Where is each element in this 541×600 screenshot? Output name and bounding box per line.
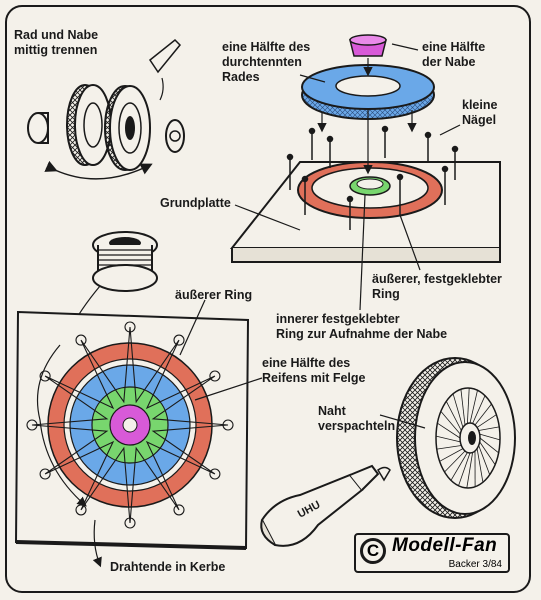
wheel-spoke xyxy=(474,403,492,426)
wheel-spoke xyxy=(476,448,484,483)
wheel-spoke xyxy=(469,390,478,424)
wheel-spoke xyxy=(445,401,462,431)
wheel-spoke xyxy=(479,441,496,465)
wheel-spoke xyxy=(450,452,468,481)
wheel-spoke xyxy=(467,387,470,424)
wire-loop xyxy=(26,419,38,431)
wire-loop xyxy=(222,419,234,431)
label-haelfte-reifens: eine Hälfte des Reifens mit Felge xyxy=(262,356,366,385)
label-grundplatte: Grundplatte xyxy=(160,196,231,210)
finished-wheel xyxy=(379,357,516,519)
label-aeusserer-festgeklebter: äußerer, festgeklebter Ring xyxy=(372,272,502,301)
label-haelfte-nabe: eine Hälfte der Nabe xyxy=(422,40,486,69)
wheel-spoke xyxy=(479,437,499,454)
label-drahtende: Drahtende in Kerbe xyxy=(110,560,226,574)
wheel-spoke xyxy=(452,393,464,428)
label-rad-und-nabe: Rad und Nabe mittig trennen xyxy=(14,28,99,57)
wire-loop xyxy=(75,334,87,346)
wheel-spoke xyxy=(478,426,500,431)
wire-loop xyxy=(209,468,221,480)
wheel-spoke xyxy=(472,395,486,424)
logo-date: Backer 3/84 xyxy=(448,559,502,570)
wire-loop xyxy=(39,370,51,382)
copyright-symbol: C xyxy=(360,538,386,564)
razor-blade xyxy=(148,38,182,74)
wire-loop xyxy=(173,504,185,516)
label-haelfte-rad: eine Hälfte des durchtennten Rades xyxy=(222,40,311,84)
logo-brand: Modell-Fan xyxy=(392,535,498,556)
wire-loop xyxy=(209,370,221,382)
wheel-spoke xyxy=(466,452,473,489)
glue-tube: UHU xyxy=(260,464,391,547)
wheel-spoke xyxy=(476,414,497,428)
hub-half-right xyxy=(165,119,185,153)
wire-loop xyxy=(124,321,136,333)
wheel-spoke xyxy=(460,389,466,426)
winding-diagram xyxy=(14,299,263,568)
wheel-spoke xyxy=(439,448,464,462)
wheel-spoke xyxy=(478,445,491,475)
wheel-spoke xyxy=(436,445,462,450)
label-kleine-naegel: kleine Nägel xyxy=(462,98,498,127)
page-frame xyxy=(5,5,531,593)
baseplate-assembly xyxy=(229,34,501,311)
wire-loop xyxy=(173,334,185,346)
label-innerer-ring: innerer festgeklebter Ring zur Aufnahme … xyxy=(276,312,448,341)
modell-fan-logo: C Modell-Fan Backer 3/84 xyxy=(354,533,510,573)
wire-loop xyxy=(39,468,51,480)
wheel-spoke xyxy=(479,433,501,441)
label-aeusserer-ring: äußerer Ring xyxy=(175,288,253,302)
wheel-split-illustration xyxy=(27,38,185,180)
wheel-spoke xyxy=(444,450,466,473)
wheel-spoke xyxy=(440,411,461,435)
wire-loop xyxy=(124,517,136,529)
wire-star-path xyxy=(31,326,229,524)
hub-half-left xyxy=(27,112,49,144)
small-nails xyxy=(286,125,459,230)
wheel-spoke xyxy=(458,452,471,486)
wheel-spoke xyxy=(437,422,461,439)
label-naht: Naht verspachteln xyxy=(318,404,396,433)
wheel-spoke xyxy=(435,435,461,443)
